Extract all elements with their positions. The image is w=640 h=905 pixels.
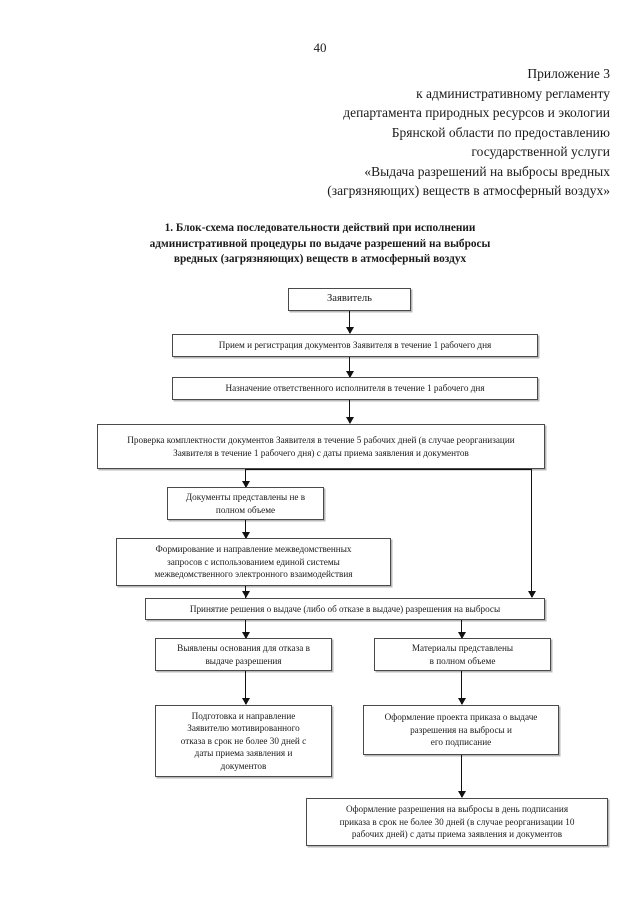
connector-refusal-grounds-to-prepare [245,671,246,704]
node-order-draft: Оформление проекта приказа о выдаче разр… [363,705,559,755]
connector-docs-to-interagency [245,520,246,538]
node-refusal-grounds: Выявлены основания для отказа в выдаче р… [155,638,332,671]
connector-materials-to-order-draft [461,671,462,704]
interagency-line-3: межведомственного электронного взаимодей… [154,569,353,580]
title-line-1: 1. Блок-схема последовательности действи… [164,222,476,234]
arrowhead-materials-complete [457,632,466,639]
appendix-line-5: государственной услуги [471,144,610,159]
materials-complete-line-2: в полном объеме [429,655,496,666]
title-line-2: административной процедуры по выдаче раз… [149,237,491,250]
connector-decision-to-refusal [245,620,246,638]
refusal-grounds-line-1: Выявлены основания для отказа в [177,642,310,653]
permit-issue-line-1: Оформление разрешения на выбросы в день … [345,804,569,815]
order-draft-line-3: его подписание [430,737,492,748]
node-interagency-requests: Формирование и направление межведомствен… [116,538,391,586]
connector-check-to-docs-incomplete [245,469,246,487]
node-completeness-check: Проверка комплектности документов Заявит… [97,424,545,469]
connector-check-to-decision-right [531,469,532,597]
arrowhead-docs-incomplete [241,481,250,488]
refusal-prepare-line-4: даты приема заявления и [194,748,293,759]
permit-issue-line-3: рабочих дней) с даты приема заявления и … [351,829,563,840]
appendix-line-6: «Выдача разрешений на выбросы вредных [364,163,610,179]
connector-order-draft-to-permit [461,755,462,797]
refusal-grounds-line-2: выдаче разрешения [205,655,282,666]
arrowhead-receive [345,327,354,334]
appendix-line-7: (загрязняющих) веществ в атмосферный воз… [327,183,610,198]
refusal-prepare-line-5: документов [220,760,267,771]
node-refusal-preparation: Подготовка и направление Заявителю мотив… [155,705,332,777]
node-materials-complete: Материалы представлены в полном объеме [374,638,551,671]
appendix-line-3: департамента природных ресурсов и эколог… [343,105,610,120]
arrowhead-refusal-prepare [241,698,250,705]
appendix-line-4: Брянской области по предоставлению [391,124,610,140]
refusal-prepare-line-3: отказа в срок не более 30 дней с [180,735,307,746]
page-number: 40 [313,40,327,55]
node-permit-issuance: Оформление разрешения на выбросы в день … [306,798,608,846]
node-decision: Принятие решения о выдаче (либо об отказ… [145,598,545,620]
docs-incomplete-line-2: полном объеме [215,504,276,515]
node-applicant: Заявитель [288,288,411,311]
branch-bus-under-check [245,469,531,470]
connector-receive-to-assign [349,357,350,377]
materials-complete-line-1: Материалы представлены [411,642,514,653]
appendix-line-2: к административному регламенту [416,85,610,101]
order-draft-line-1: Оформление проекта приказа о выдаче [384,712,538,723]
node-receive-register: Прием и регистрация документов Заявителя… [172,334,538,357]
node-docs-incomplete: Документы представлены не в полном объем… [167,487,324,520]
arrowhead-permit-issue [457,791,466,798]
connector-decision-to-materials [461,620,462,638]
arrowhead-refusal-grounds [241,632,250,639]
refusal-prepare-line-1: Подготовка и направление [191,710,296,721]
docs-incomplete-line-1: Документы представлены не в [185,491,306,502]
arrowhead-decision-left [241,591,250,598]
connector-applicant-to-receive [349,311,350,333]
arrowhead-decision-right [527,591,536,598]
arrowhead-check [345,417,354,424]
appendix-line-1: Приложение 3 [527,66,610,81]
permit-issue-line-2: приказа в срок не более 30 дней (в случа… [339,816,575,827]
interagency-line-1: Формирование и направление межведомствен… [155,544,352,555]
arrowhead-order-draft [457,698,466,705]
page-title: 1. Блок-схема последовательности действи… [120,221,520,268]
interagency-line-2: запросов с использованием единой системы [167,556,340,567]
appendix-header: Приложение 3 к административному регламе… [190,64,610,201]
completeness-line-2: Заявителя в течение 1 рабочего дня) с да… [173,447,469,458]
connector-assign-to-check [349,400,350,423]
completeness-line-1: Проверка комплектности документов Заявит… [127,434,515,445]
arrowhead-assign [345,371,354,378]
order-draft-line-2: разрешения на выбросы и [410,724,512,735]
refusal-prepare-line-2: Заявителю мотивированного [187,723,300,734]
node-assign-executor: Назначение ответственного исполнителя в … [172,377,538,400]
title-line-3: вредных (загрязняющих) веществ в атмосфе… [173,253,467,265]
arrowhead-interagency [241,532,250,539]
